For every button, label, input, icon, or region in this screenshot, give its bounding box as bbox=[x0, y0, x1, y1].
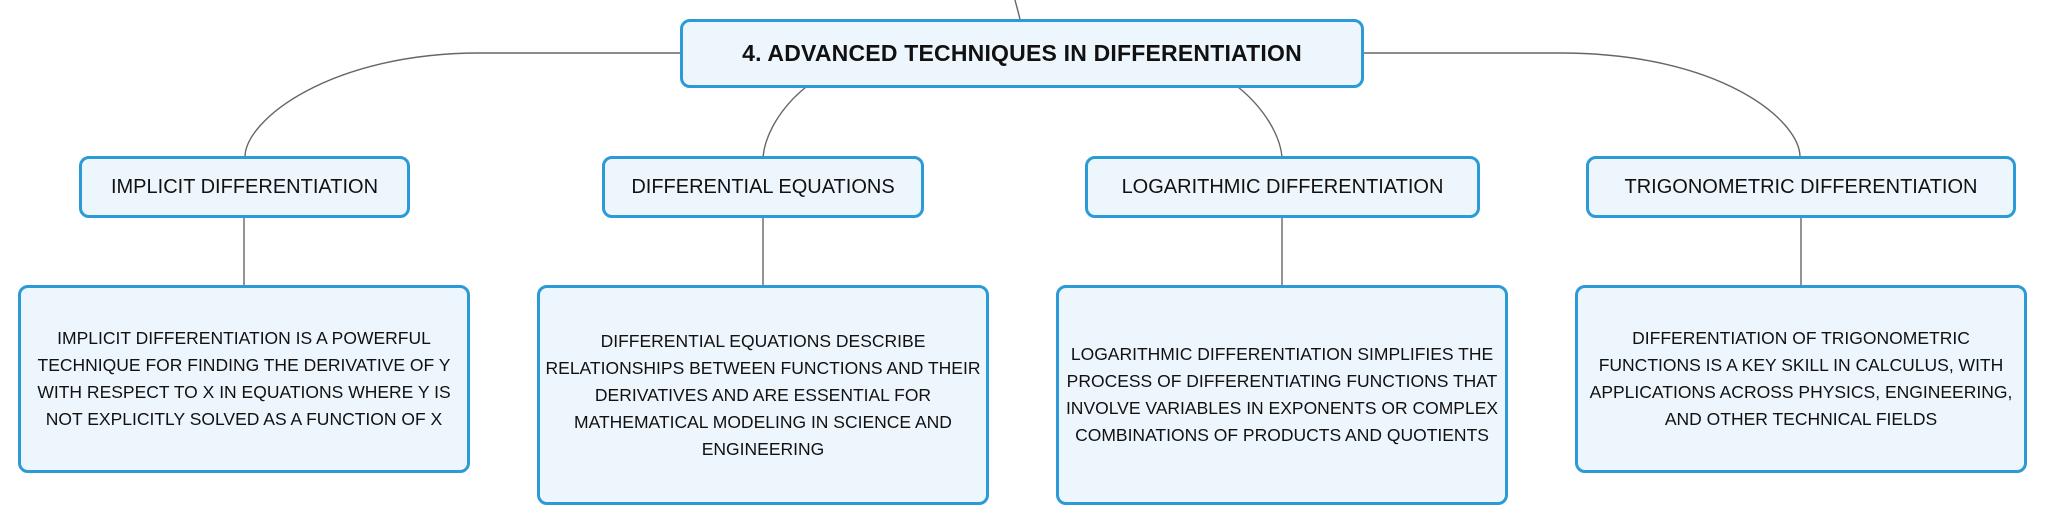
root-topic-label: 4. ADVANCED TECHNIQUES IN DIFFERENTIATIO… bbox=[742, 40, 1302, 66]
connector-parent-to-root bbox=[1014, 0, 1021, 21]
connector-root-to-differential-equations bbox=[762, 86, 807, 158]
description-trigonometric-differentiation[interactable]: DIFFERENTIATION OF TRIGONOMETRIC FUNCTIO… bbox=[1575, 285, 2027, 473]
connector-root-to-logarithmic bbox=[1237, 86, 1283, 158]
description-text: DIFFERENTIAL EQUATIONS DESCRIBE RELATION… bbox=[545, 330, 981, 459]
topic-differential-equations[interactable]: DIFFERENTIAL EQUATIONS bbox=[602, 156, 924, 218]
topic-logarithmic-differentiation[interactable]: LOGARITHMIC DIFFERENTIATION bbox=[1085, 156, 1480, 218]
description-implicit-differentiation[interactable]: IMPLICIT DIFFERENTIATION IS A POWERFUL T… bbox=[18, 285, 470, 473]
connector-root-to-implicit bbox=[244, 52, 681, 158]
topic-label: IMPLICIT DIFFERENTIATION bbox=[110, 175, 379, 198]
topic-label: LOGARITHMIC DIFFERENTIATION bbox=[1121, 175, 1444, 198]
description-text: IMPLICIT DIFFERENTIATION IS A POWERFUL T… bbox=[37, 328, 451, 429]
connector-root-to-trigonometric bbox=[1363, 52, 1801, 158]
topic-trigonometric-differentiation[interactable]: TRIGONOMETRIC DIFFERENTIATION bbox=[1586, 156, 2016, 218]
root-topic[interactable]: 4. ADVANCED TECHNIQUES IN DIFFERENTIATIO… bbox=[680, 19, 1364, 88]
description-logarithmic-differentiation[interactable]: LOGARITHMIC DIFFERENTIATION SIMPLIFIES T… bbox=[1056, 285, 1508, 505]
description-differential-equations[interactable]: DIFFERENTIAL EQUATIONS DESCRIBE RELATION… bbox=[537, 285, 989, 505]
topic-label: DIFFERENTIAL EQUATIONS bbox=[631, 175, 895, 198]
topic-label: TRIGONOMETRIC DIFFERENTIATION bbox=[1624, 175, 1978, 198]
description-text: LOGARITHMIC DIFFERENTIATION SIMPLIFIES T… bbox=[1065, 344, 1499, 445]
topic-implicit-differentiation[interactable]: IMPLICIT DIFFERENTIATION bbox=[79, 156, 410, 218]
description-text: DIFFERENTIATION OF TRIGONOMETRIC FUNCTIO… bbox=[1589, 328, 2013, 429]
